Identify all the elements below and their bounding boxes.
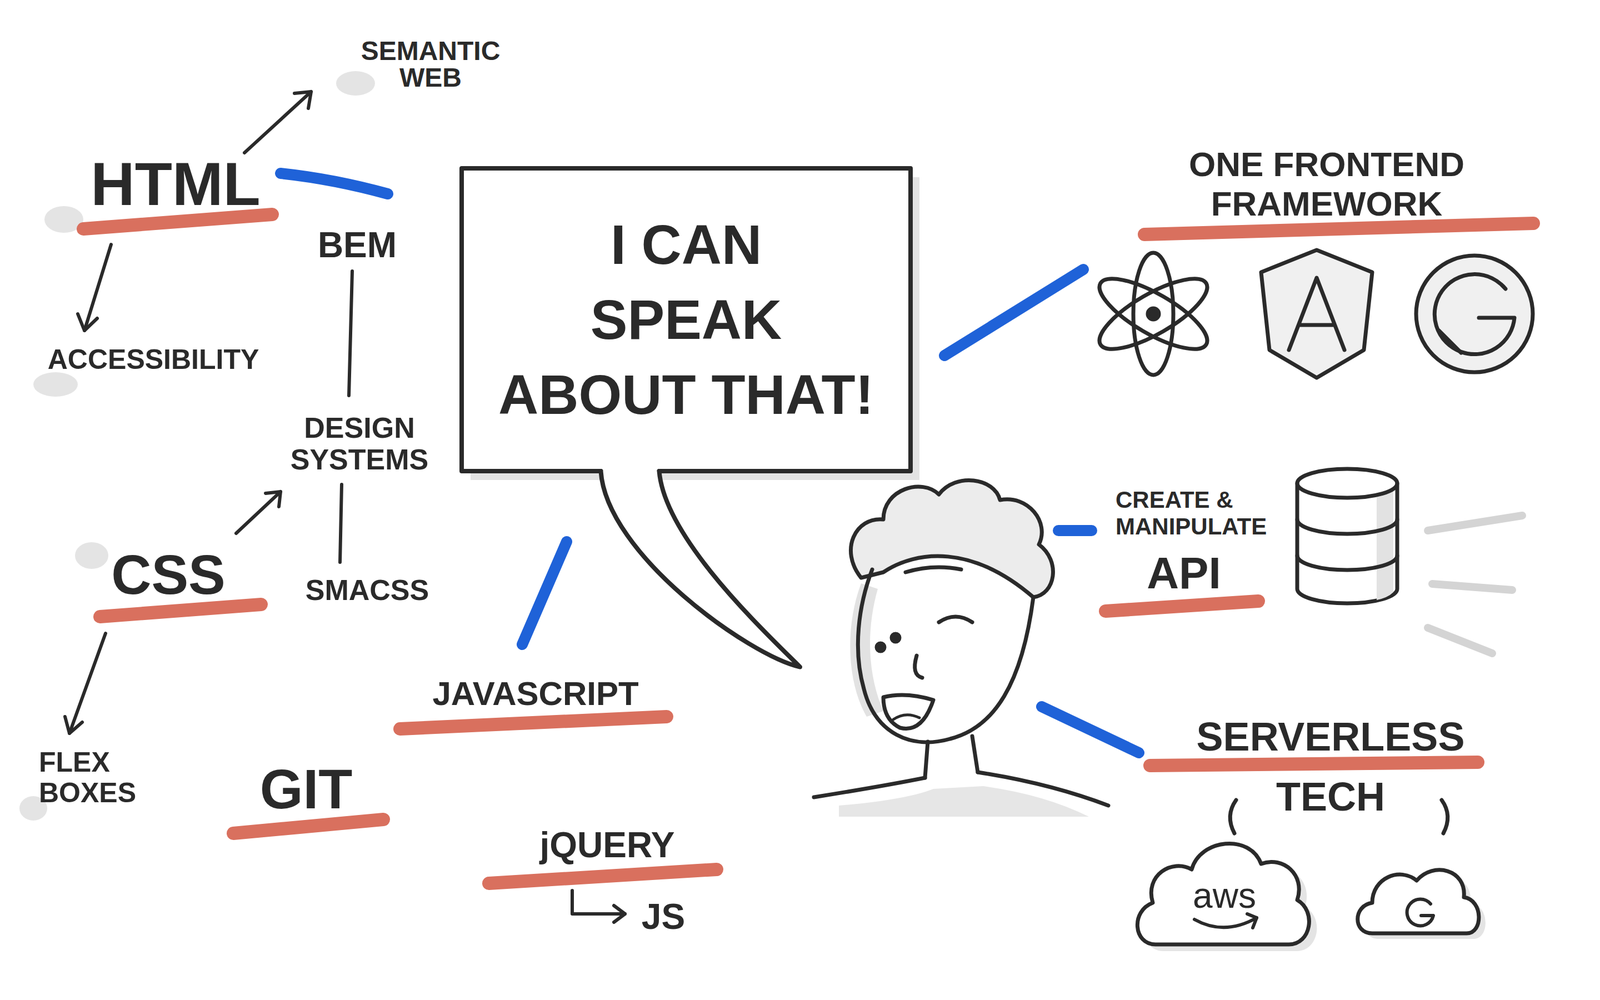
highlight-stroke xyxy=(488,869,717,884)
database-ring xyxy=(1297,519,1398,534)
bracket xyxy=(1441,800,1448,834)
aws-arrow-head xyxy=(1247,913,1257,928)
topic-label: GIT xyxy=(260,761,353,817)
text-word: CAN xyxy=(641,213,762,276)
blue-dash xyxy=(522,541,567,645)
topic-label: ACCESSIBILITY xyxy=(47,345,260,374)
tongue xyxy=(893,715,920,720)
bubble-fill xyxy=(461,168,911,472)
hook-arrow xyxy=(572,890,625,914)
hair-strand xyxy=(905,567,962,573)
highlight-stroke xyxy=(400,716,667,729)
topic-label: SERVERLESS TECH xyxy=(1186,706,1475,827)
bracket xyxy=(1230,800,1237,834)
atom-nucleus xyxy=(1147,308,1159,320)
arrow-head xyxy=(265,491,281,507)
motion-line xyxy=(1427,627,1493,654)
mouth xyxy=(883,695,934,729)
database-shade xyxy=(1376,491,1394,600)
aws-smile xyxy=(1194,917,1257,928)
text-word: I xyxy=(610,213,627,276)
highlight-stroke xyxy=(83,214,273,229)
speech-bubble: I CAN SPEAK ABOUT THAT! xyxy=(461,168,911,472)
grey-blob xyxy=(336,71,375,96)
atom-orbit xyxy=(1090,266,1217,362)
body-shade xyxy=(838,786,1089,817)
atom-orbit xyxy=(1133,252,1174,375)
database-ring xyxy=(1297,555,1398,570)
topic-label: FLEX BOXES xyxy=(38,747,156,809)
bubble-border xyxy=(461,168,911,472)
nose xyxy=(915,655,923,678)
arrow-head xyxy=(65,716,83,734)
text-word: ABOUT xyxy=(498,363,697,426)
blue-dash xyxy=(944,269,1084,356)
gatsby-ring xyxy=(1416,255,1533,373)
highlight-stroke xyxy=(1144,223,1534,235)
blue-dash xyxy=(280,173,388,194)
topic-label: SEMANTIC WEB xyxy=(347,37,514,92)
grey-blob xyxy=(75,542,109,569)
google-letter xyxy=(1407,898,1434,926)
arrow-line xyxy=(69,633,106,734)
arrow-line xyxy=(244,91,312,153)
arrow-head xyxy=(294,91,312,109)
angular-letter xyxy=(1288,277,1345,350)
topic-label: HTML xyxy=(90,153,260,215)
shoulders xyxy=(813,772,1109,806)
topic-label: ONE FRONTEND FRAMEWORK xyxy=(1154,144,1499,224)
database-body xyxy=(1297,483,1398,604)
plain-line xyxy=(340,484,342,563)
gatsby-letter xyxy=(1434,274,1515,355)
arrow-head xyxy=(613,905,625,923)
face xyxy=(857,569,1034,743)
closed-eye xyxy=(938,616,973,623)
bubble-tail xyxy=(600,471,800,668)
topic-label: DESIGN SYSTEMS xyxy=(281,412,438,476)
database-top xyxy=(1297,468,1398,498)
arrow-line xyxy=(236,491,281,534)
motion-lines xyxy=(1427,515,1523,654)
motion-line xyxy=(1432,583,1513,590)
grey-blob xyxy=(33,372,78,397)
text-word: THAT! xyxy=(711,363,874,426)
angular-shield xyxy=(1261,250,1373,378)
topic-label: JS xyxy=(641,898,685,935)
gatsby-stroke xyxy=(1438,330,1462,353)
topic-label: BEM xyxy=(317,227,397,263)
topic-label: JAVASCRIPT xyxy=(432,677,639,711)
plain-line xyxy=(348,271,353,396)
database xyxy=(1297,468,1398,604)
arrow-head xyxy=(77,313,98,331)
topic-label: CSS xyxy=(111,546,226,603)
hair xyxy=(850,480,1053,598)
highlight-stroke xyxy=(100,604,262,617)
framework-icons xyxy=(1090,250,1533,378)
topic-label: CREATE & MANIPULATE xyxy=(1115,486,1294,541)
eye xyxy=(876,643,885,652)
topic-label: SMACSS xyxy=(305,575,429,605)
text-word: SPEAK xyxy=(590,288,783,351)
atom-orbit xyxy=(1090,266,1217,362)
google-cloud xyxy=(1357,870,1479,934)
highlight-stroke xyxy=(1150,762,1478,766)
motion-line xyxy=(1427,515,1523,531)
highlight-stroke xyxy=(1105,601,1259,612)
aws-cloud xyxy=(1137,843,1309,945)
eye xyxy=(891,633,900,642)
highlight-stroke xyxy=(233,819,384,834)
topic-label: jQUERY xyxy=(540,827,675,863)
cloud-icons xyxy=(1137,800,1486,952)
blue-dash xyxy=(1058,525,1092,537)
blue-dash xyxy=(1041,706,1139,753)
topic-label: aws xyxy=(1192,877,1257,914)
topic-label: API xyxy=(1146,551,1221,596)
neck xyxy=(925,736,978,778)
bubble-text: I CAN SPEAK ABOUT THAT! xyxy=(497,207,875,433)
person xyxy=(813,480,1109,817)
